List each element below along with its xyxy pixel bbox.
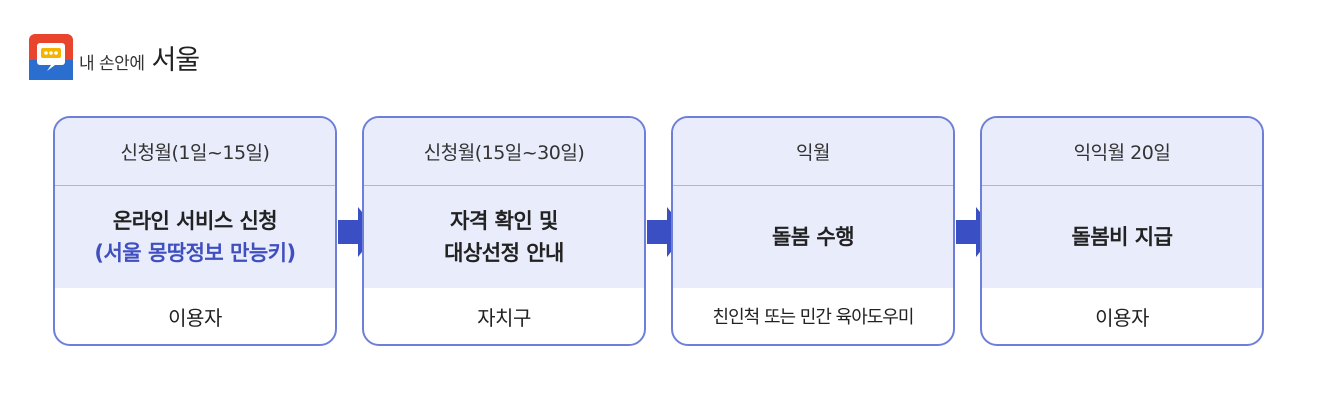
step-period: 신청월(15일~30일) <box>364 118 644 186</box>
step-actor: 이용자 <box>1095 305 1149 330</box>
step-task-highlight-line: (서울 몽땅정보 만능키) <box>94 241 296 265</box>
step-actor: 친인척 또는 민간 육아도우미 <box>712 307 915 328</box>
step-task: 자격 확인 및 대상선정 안내 <box>364 186 644 288</box>
logo-text: 내 손안에 서울 <box>79 38 200 77</box>
seoul-app-logo-icon <box>29 34 73 80</box>
logo: 내 손안에 서울 <box>29 33 200 81</box>
step-card-verify: 신청월(15일~30일) 자격 확인 및 대상선정 안내 자치구 <box>362 116 646 346</box>
step-card-payment: 익익월 20일 돌봄비 지급 이용자 <box>980 116 1264 346</box>
step-task-line: 자격 확인 및 <box>450 209 558 233</box>
step-card-care: 익월 돌봄 수행 친인척 또는 민간 육아도우미 <box>671 116 955 346</box>
step-task-line: 온라인 서비스 신청 <box>112 209 278 233</box>
step-period: 신청월(1일~15일) <box>55 118 335 186</box>
step-period: 익익월 20일 <box>982 118 1262 186</box>
step-task-line: 돌봄비 지급 <box>1071 225 1173 249</box>
step-actor: 자치구 <box>477 305 531 330</box>
step-actor: 이용자 <box>168 305 222 330</box>
logo-small-text: 내 손안에 <box>79 53 145 74</box>
step-task-line: 돌봄 수행 <box>771 225 855 249</box>
step-task: 돌봄비 지급 <box>982 186 1262 288</box>
logo-big-text: 서울 <box>151 44 200 76</box>
step-period: 익월 <box>673 118 953 186</box>
step-card-apply: 신청월(1일~15일) 온라인 서비스 신청 (서울 몽땅정보 만능키) 이용자 <box>53 116 337 346</box>
step-task: 돌봄 수행 <box>673 186 953 288</box>
step-task-line: 대상선정 안내 <box>444 241 564 265</box>
step-task: 온라인 서비스 신청 (서울 몽땅정보 만능키) <box>55 186 335 288</box>
